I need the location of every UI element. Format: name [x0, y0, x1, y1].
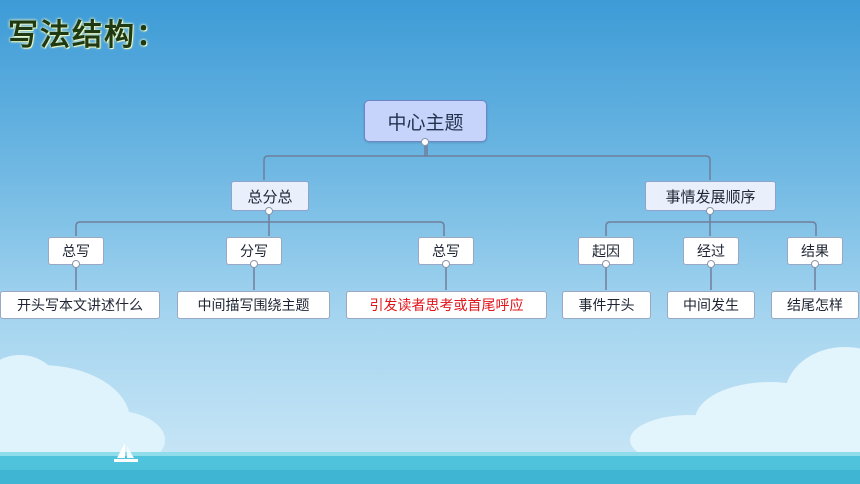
subtopic-node-qiyin[interactable]: 起因 — [578, 237, 634, 265]
detail-node-zhongjian[interactable]: 中间描写围绕主题 — [177, 291, 330, 319]
sailboat-icon — [114, 443, 138, 462]
detail-node-zhongjianfasheng[interactable]: 中间发生 — [667, 291, 755, 319]
detail-node-kaitou[interactable]: 开头写本文讲述什么 — [0, 291, 160, 319]
branch-node-shiqing[interactable]: 事情发展顺序 — [645, 181, 776, 211]
collapse-knob-icon[interactable] — [602, 260, 610, 268]
collapse-knob-icon[interactable] — [707, 260, 715, 268]
collapse-knob-icon[interactable] — [811, 260, 819, 268]
collapse-knob-icon[interactable] — [421, 138, 429, 146]
collapse-knob-icon[interactable] — [265, 207, 273, 215]
subtopic-node-jingguo[interactable]: 经过 — [683, 237, 739, 265]
branch-node-zongfenzong[interactable]: 总分总 — [231, 181, 309, 211]
collapse-knob-icon[interactable] — [442, 260, 450, 268]
detail-node-jieweizenyang[interactable]: 结尾怎样 — [771, 291, 859, 319]
detail-node-yinfa[interactable]: 引发读者思考或首尾呼应 — [346, 291, 547, 319]
collapse-knob-icon[interactable] — [250, 260, 258, 268]
detail-node-shijiankaitou[interactable]: 事件开头 — [562, 291, 651, 319]
central-topic-node[interactable]: 中心主题 — [364, 100, 487, 142]
page-title: 写法结构： — [8, 18, 168, 53]
collapse-knob-icon[interactable] — [706, 207, 714, 215]
collapse-knob-icon[interactable] — [72, 260, 80, 268]
